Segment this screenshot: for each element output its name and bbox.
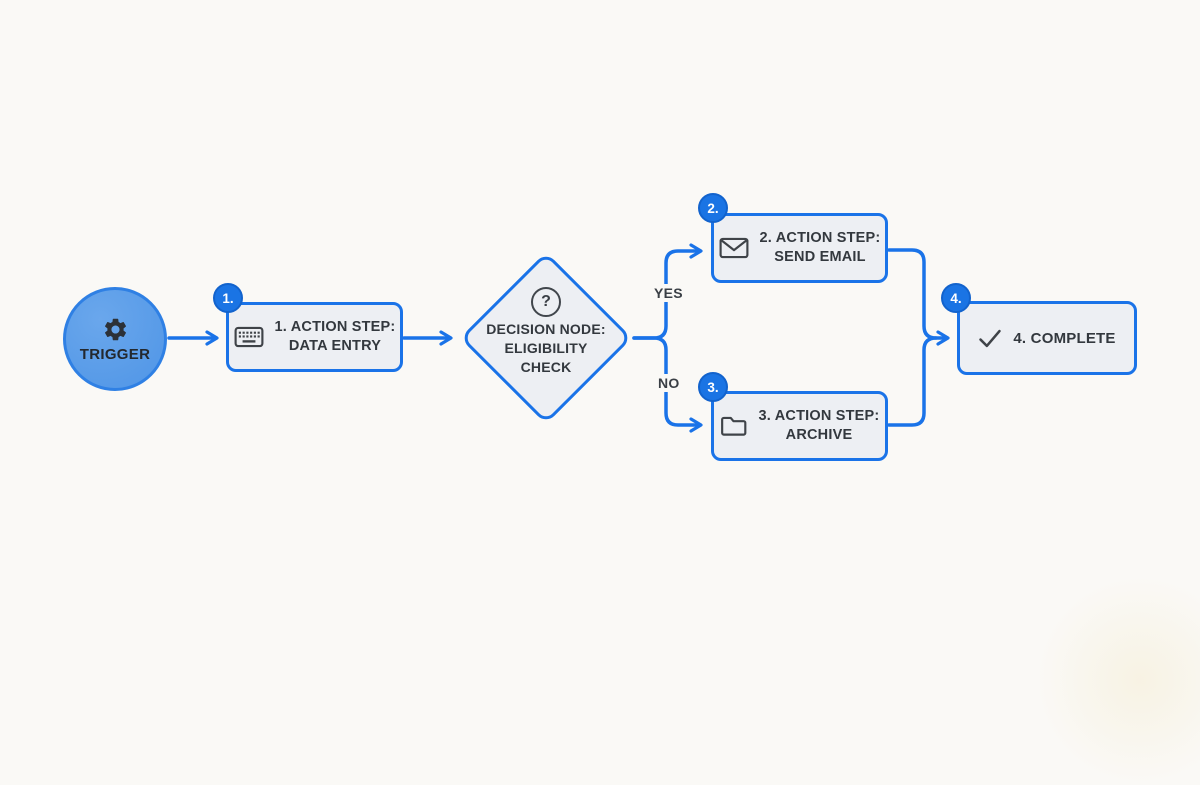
envelope-icon [719, 237, 749, 259]
node-step1-data-entry: 1. ACTION STEP: DATA ENTRY [226, 302, 403, 372]
complete-title: 4. COMPLETE [1013, 329, 1116, 347]
step3-subtitle: ARCHIVE [785, 427, 853, 443]
flowchart-canvas: TRIGGER 1. 1. ACTION STEP: DATA ENTRY ? … [63, 193, 1200, 785]
gear-icon [104, 318, 126, 340]
step2-subtitle: SEND EMAIL [774, 249, 866, 265]
edge-step2-to-complete [887, 248, 950, 346]
step2-title: 2. ACTION STEP: [759, 230, 881, 246]
complete-badge: 4. [941, 283, 971, 313]
step1-subtitle: DATA ENTRY [288, 338, 382, 354]
node-step3-archive: 3. ACTION STEP: ARCHIVE [711, 391, 888, 461]
edge-label-no: NO [654, 374, 684, 392]
edge-label-yes: YES [650, 284, 687, 302]
step2-badge: 2. [698, 193, 728, 223]
decision-line3: CHECK [520, 359, 572, 375]
trigger-label: TRIGGER [79, 345, 151, 363]
step3-title: 3. ACTION STEP: [758, 408, 880, 424]
decision-line2: ELIGIBILITY [504, 340, 588, 356]
node-trigger: TRIGGER [63, 287, 167, 391]
check-icon [979, 329, 1002, 347]
folder-icon [720, 416, 746, 436]
step3-badge: 3. [698, 372, 728, 402]
step1-badge: 1. [213, 283, 243, 313]
node-complete: 4. COMPLETE [957, 301, 1137, 375]
step1-title: 1. ACTION STEP: [274, 319, 396, 335]
decision-label: DECISION NODE: ELIGIBILITY CHECK [456, 320, 636, 377]
keyboard-icon [234, 326, 264, 348]
edge-step3-to-complete [887, 336, 938, 427]
node-step2-send-email: 2. ACTION STEP: SEND EMAIL [711, 213, 888, 283]
decision-line1: DECISION NODE: [486, 321, 606, 337]
question-icon: ? [531, 287, 561, 317]
